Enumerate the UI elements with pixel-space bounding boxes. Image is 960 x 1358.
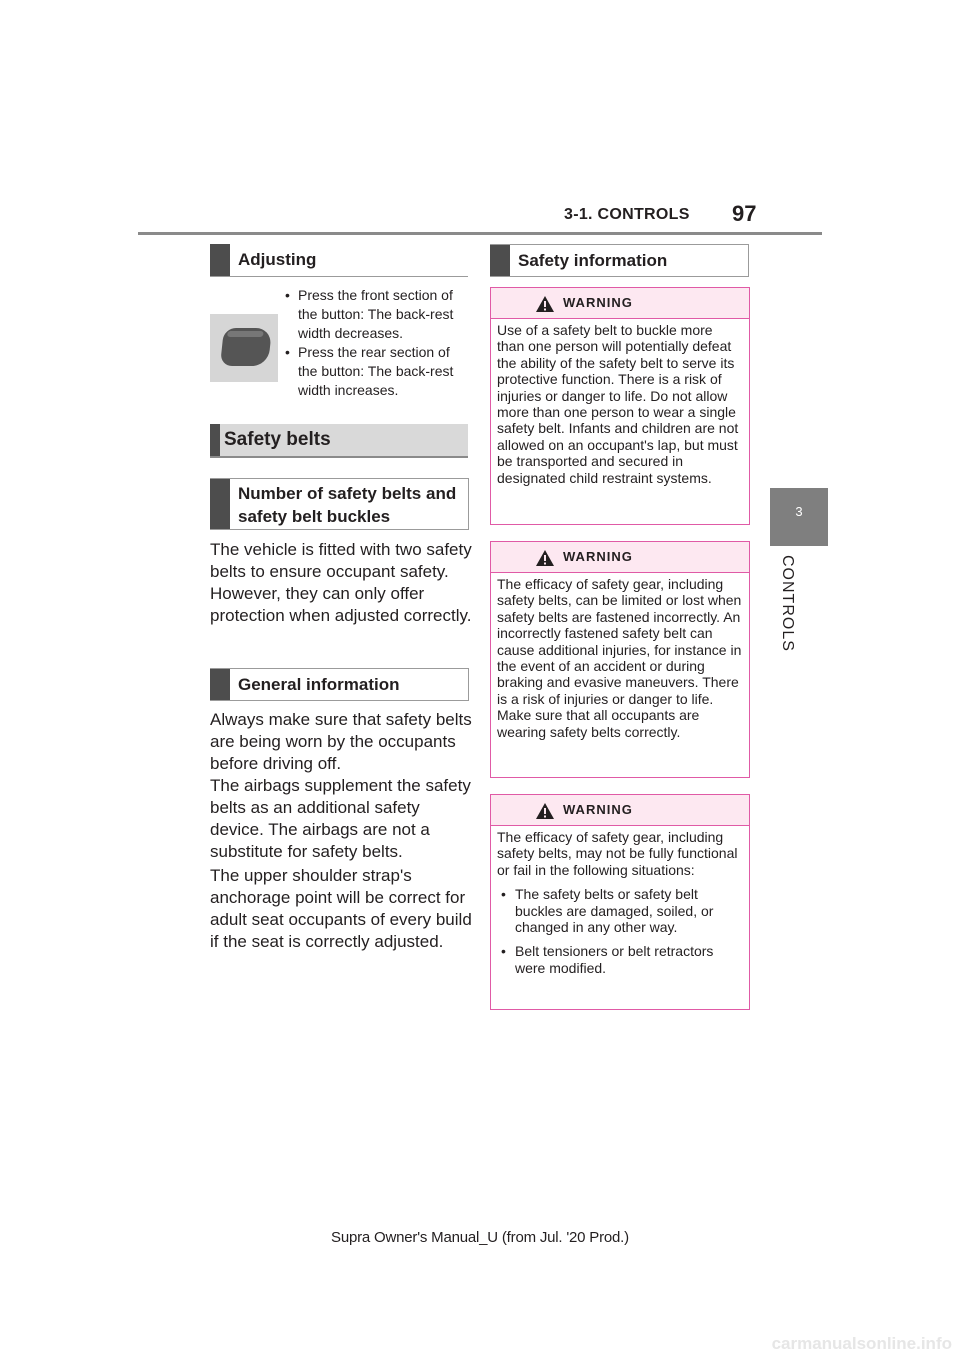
seat-button-image: [210, 314, 278, 382]
warning-label: WARNING: [563, 295, 633, 310]
warning-triangle-icon: [536, 803, 554, 819]
heading-bar: [490, 245, 510, 276]
chapter-tab-number: 3: [795, 504, 803, 519]
warning-body: The efficacy of safety gear, including s…: [491, 826, 749, 976]
warning-label: WARNING: [563, 549, 633, 564]
section-title: 3-1. CONTROLS: [564, 206, 690, 223]
chapter-tab-label-wrap: CONTROLS: [752, 555, 822, 652]
warning-box: WARNING The efficacy of safety gear, inc…: [490, 794, 750, 1010]
page-number: 97: [732, 201, 757, 226]
heading-general-information: General information: [210, 668, 469, 701]
watermark: carmanualsonline.info: [771, 1334, 952, 1353]
heading-safety-belts: Safety belts: [210, 424, 468, 458]
heading-bar: [210, 479, 230, 529]
list-item: Press the rear section of the button: Th…: [282, 343, 472, 400]
list-item: Belt tensioners or belt retractors were …: [497, 943, 743, 976]
chapter-tab: [770, 488, 828, 546]
heading-adjusting: Adjusting: [210, 244, 468, 277]
warning-box: WARNING The efficacy of safety gear, inc…: [490, 541, 750, 778]
warning-text: Use of a safety belt to buckle more than…: [497, 322, 739, 486]
warning-header: WARNING: [491, 795, 749, 826]
heading-bar: [210, 424, 220, 456]
warning-header: WARNING: [491, 288, 749, 319]
warning-triangle-icon: [536, 550, 554, 566]
heading-adjusting-text: Adjusting: [238, 250, 317, 269]
adjusting-list: Press the front section of the button: T…: [282, 286, 472, 400]
warning-label: WARNING: [563, 802, 633, 817]
footer-text: Supra Owner's Manual_U (from Jul. '20 Pr…: [331, 1229, 629, 1246]
list-item: The safety belts or safety belt buckles …: [497, 886, 743, 935]
warning-text: The efficacy of safety gear, including s…: [497, 829, 738, 878]
paragraph: The upper shoulder strap's anchorage poi…: [210, 866, 472, 951]
paragraph: The airbags supplement the safety belts …: [210, 776, 471, 861]
paragraph: Always make sure that safety belts are b…: [210, 710, 472, 773]
warning-text: The efficacy of safety gear, including s…: [497, 576, 742, 740]
warning-header: WARNING: [491, 542, 749, 573]
heading-bar: [210, 669, 230, 700]
heading-safety-information-text: Safety information: [518, 251, 668, 270]
heading-safety-belts-text: Safety belts: [224, 429, 331, 450]
list-item: Press the front section of the button: T…: [282, 286, 472, 343]
header-rule: [138, 232, 822, 235]
heading-general-information-text: General information: [238, 675, 400, 694]
chapter-tab-label: CONTROLS: [779, 555, 796, 652]
heading-number-of-belts-text: Number of safety belts and safety belt b…: [238, 484, 457, 526]
backrest-width-button-icon: [220, 328, 272, 366]
warning-box: WARNING Use of a safety belt to buckle m…: [490, 287, 750, 525]
paragraph: The vehicle is fitted with two safety be…: [210, 540, 472, 625]
heading-safety-information: Safety information: [490, 244, 749, 277]
heading-number-of-belts: Number of safety belts and safety belt b…: [210, 478, 469, 530]
heading-bar: [210, 244, 230, 276]
warning-triangle-icon: [536, 296, 554, 312]
